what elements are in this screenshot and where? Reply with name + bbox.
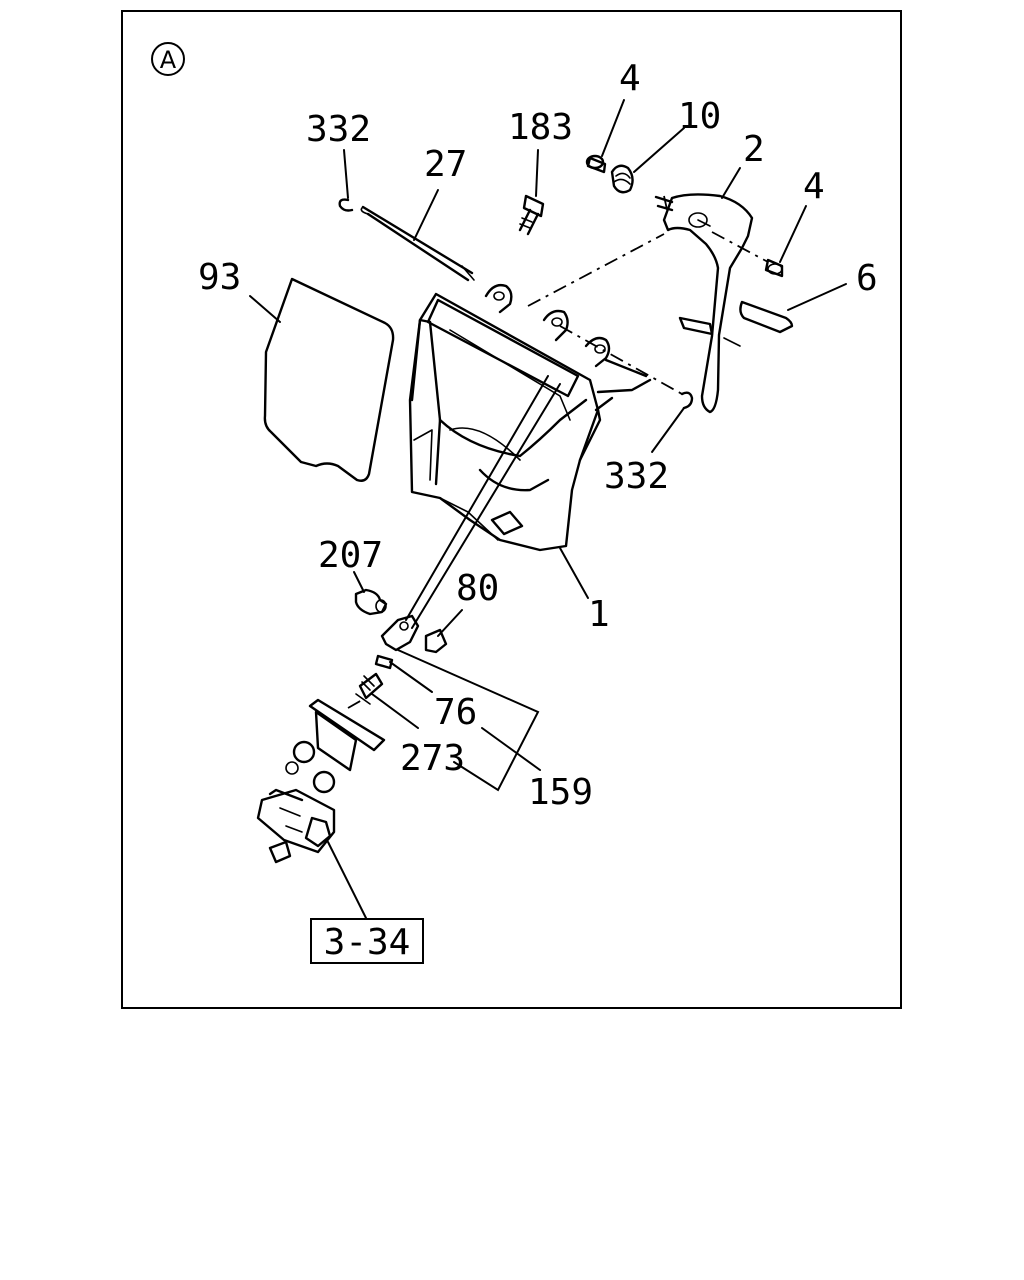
callout-2: 2 [743, 129, 765, 170]
diagram-frame [121, 10, 902, 1009]
leader-27 [413, 189, 439, 241]
callout-332-top: 332 [306, 109, 371, 150]
leader-4-top [601, 99, 625, 157]
cover-plate-part [263, 277, 395, 482]
leader-6 [787, 283, 847, 311]
callout-159: 159 [528, 772, 593, 813]
rod-273-part [355, 672, 384, 705]
pin-207-part [354, 588, 388, 616]
clip-top-part [338, 198, 354, 212]
nut-76-part [374, 654, 394, 670]
reference-box-frame [310, 918, 424, 964]
leader-332-right [651, 407, 685, 453]
callout-80: 80 [456, 568, 499, 609]
leader-332-top [343, 149, 349, 199]
alignment-line [663, 195, 669, 215]
leader-159-bracket [397, 649, 540, 792]
leader-183 [535, 149, 539, 197]
callout-4-right: 4 [803, 166, 825, 207]
leader-80 [437, 609, 463, 637]
long-pin-part [360, 205, 475, 282]
callout-1: 1 [588, 594, 610, 635]
reference-box: 3-34 [310, 918, 424, 964]
main-bracket-part [408, 283, 652, 552]
pedal-arm-part [654, 193, 754, 414]
leader-76 [389, 661, 433, 693]
view-marker: A [151, 42, 185, 76]
clip-80-part [424, 628, 448, 654]
master-cylinder-part [256, 698, 386, 864]
callout-183: 183 [508, 107, 573, 148]
alignment-line [711, 231, 769, 263]
alignment-line [527, 233, 665, 307]
leader-159 [481, 727, 541, 771]
leader-93 [249, 295, 281, 323]
leader-1 [559, 547, 589, 599]
bushing-top-part [585, 154, 607, 174]
callout-4-top: 4 [619, 58, 641, 99]
guide-line [405, 375, 549, 621]
callout-6: 6 [856, 258, 878, 299]
bolt-183-part [518, 194, 545, 236]
leader-273 [371, 693, 419, 729]
leader-10 [633, 127, 685, 173]
pedal-pad-part [739, 300, 794, 334]
callout-207: 207 [318, 535, 383, 576]
leader-2 [721, 167, 741, 199]
callout-10: 10 [678, 96, 721, 137]
clip-right-part [680, 391, 694, 410]
leader-207 [353, 571, 365, 593]
leader-3-34 [327, 841, 367, 919]
alignment-line [559, 325, 683, 395]
callout-27: 27 [424, 144, 467, 185]
leader-4-right [779, 205, 807, 263]
callout-332-right: 332 [604, 456, 669, 497]
bushing-right-part [764, 258, 784, 278]
callout-93: 93 [198, 257, 241, 298]
view-marker-label: A [160, 46, 177, 74]
spring-part [610, 164, 634, 194]
view-marker-circle [151, 42, 185, 76]
callout-273: 273 [400, 738, 465, 779]
reference-box-label: 3-34 [324, 922, 411, 963]
callout-76: 76 [434, 692, 477, 733]
guide-line [411, 383, 561, 629]
alignment-line [347, 699, 363, 709]
clevis-part [380, 614, 420, 652]
